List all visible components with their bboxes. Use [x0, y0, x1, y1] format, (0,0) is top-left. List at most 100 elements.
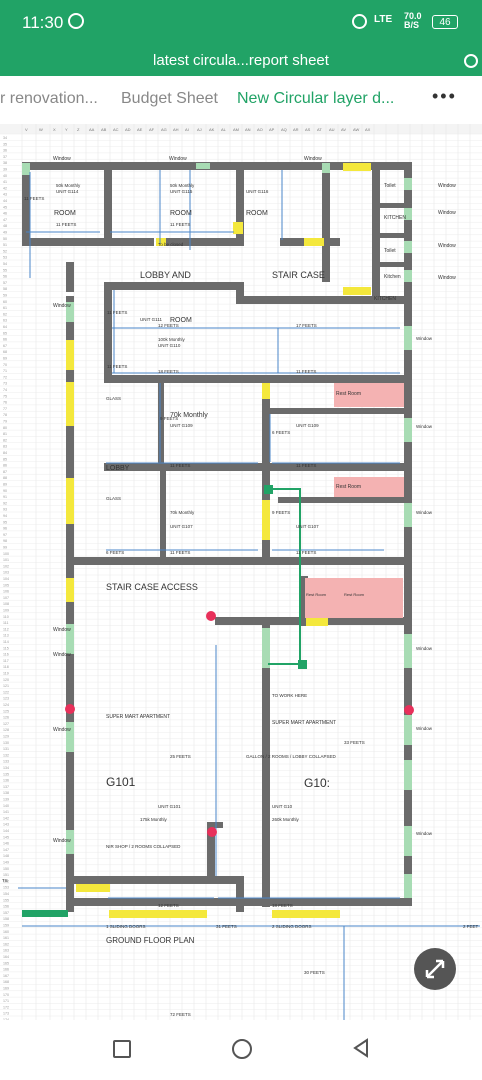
row-header[interactable]: 161 — [3, 936, 9, 940]
column-header[interactable]: AM — [233, 127, 239, 132]
row-header[interactable]: 92 — [3, 501, 7, 505]
column-header[interactable]: AB — [101, 127, 107, 132]
row-header[interactable]: 46 — [3, 212, 7, 216]
row-header[interactable]: 68 — [3, 350, 7, 354]
fullscreen-toggle-button[interactable] — [414, 948, 456, 990]
row-header[interactable]: 128 — [3, 728, 9, 732]
row-header[interactable]: 124 — [3, 703, 9, 707]
row-header[interactable]: 171 — [3, 999, 9, 1003]
row-header[interactable]: 159 — [3, 924, 9, 928]
row-header[interactable]: 125 — [3, 709, 9, 713]
row-header[interactable]: 41 — [3, 180, 7, 184]
column-header[interactable]: AR — [293, 127, 299, 132]
row-header[interactable]: 135 — [3, 772, 9, 776]
column-header[interactable]: AA — [89, 127, 95, 132]
column-header[interactable]: AV — [341, 127, 346, 132]
row-header[interactable]: 164 — [3, 955, 9, 959]
row-header[interactable]: 57 — [3, 281, 7, 285]
column-header[interactable]: V — [25, 127, 28, 132]
row-header[interactable]: 54 — [3, 262, 7, 266]
row-header[interactable]: 151 — [3, 873, 9, 877]
row-header[interactable]: 114 — [3, 640, 9, 644]
row-header[interactable]: 173 — [3, 1012, 9, 1016]
column-header[interactable]: AI — [185, 127, 189, 132]
row-header[interactable]: 113 — [3, 634, 9, 638]
row-header[interactable]: 38 — [3, 161, 7, 165]
row-header[interactable]: 112 — [3, 627, 9, 631]
row-header[interactable]: 126 — [3, 716, 9, 720]
row-header[interactable]: 116 — [3, 653, 9, 657]
more-options-icon[interactable]: ••• — [432, 86, 457, 106]
row-header[interactable]: 106 — [3, 590, 9, 594]
row-header[interactable]: 105 — [3, 583, 9, 587]
row-header[interactable]: 80 — [3, 426, 7, 430]
column-header[interactable]: AW — [353, 127, 360, 132]
column-header[interactable]: AE — [137, 127, 143, 132]
row-header[interactable]: 147 — [3, 848, 9, 852]
row-header[interactable]: 165 — [3, 961, 9, 965]
row-header[interactable]: 138 — [3, 791, 9, 795]
row-header[interactable]: 76 — [3, 401, 7, 405]
row-header[interactable]: 93 — [3, 508, 7, 512]
column-header[interactable]: AL — [221, 127, 227, 132]
row-header[interactable]: 144 — [3, 829, 9, 833]
row-header[interactable]: 140 — [3, 804, 9, 808]
row-header[interactable]: 170 — [3, 993, 9, 997]
row-header[interactable]: 129 — [3, 735, 9, 739]
row-header[interactable]: 82 — [3, 438, 7, 442]
recent-apps-button[interactable] — [113, 1040, 131, 1058]
row-header[interactable]: 158 — [3, 917, 9, 921]
column-header[interactable]: AS — [305, 127, 311, 132]
row-header[interactable]: 137 — [3, 785, 9, 789]
row-header[interactable]: 139 — [3, 798, 9, 802]
row-header[interactable]: 59 — [3, 294, 7, 298]
row-header[interactable]: 153 — [3, 886, 9, 890]
row-header[interactable]: 119 — [3, 672, 9, 676]
column-header[interactable]: AD — [125, 127, 131, 132]
row-header[interactable]: 67 — [3, 344, 7, 348]
row-header[interactable]: 44 — [3, 199, 7, 203]
row-header[interactable]: 123 — [3, 697, 9, 701]
row-header[interactable]: 58 — [3, 287, 7, 291]
column-header[interactable]: AU — [329, 127, 335, 132]
row-header[interactable]: 48 — [3, 224, 7, 228]
row-header[interactable]: 163 — [3, 949, 9, 953]
row-header[interactable]: 100 — [3, 552, 9, 556]
row-header[interactable]: 143 — [3, 823, 9, 827]
row-header[interactable]: 62 — [3, 312, 7, 316]
row-header[interactable]: 55 — [3, 268, 7, 272]
row-header[interactable]: 146 — [3, 842, 9, 846]
row-header[interactable]: 131 — [3, 747, 9, 751]
row-header[interactable]: 66 — [3, 338, 7, 342]
autosave-icon[interactable] — [464, 54, 478, 68]
row-header[interactable]: 83 — [3, 445, 7, 449]
row-header[interactable]: 39 — [3, 168, 7, 172]
row-header[interactable]: 127 — [3, 722, 9, 726]
row-header[interactable]: 120 — [3, 678, 9, 682]
column-header[interactable]: AC — [113, 127, 119, 132]
row-header[interactable]: 103 — [3, 571, 9, 575]
tab-renovation[interactable]: r renovation... — [0, 90, 98, 107]
row-header[interactable]: 166 — [3, 968, 9, 972]
row-header[interactable]: 118 — [3, 665, 9, 669]
row-header[interactable]: 169 — [3, 987, 9, 991]
row-header[interactable]: 149 — [3, 861, 9, 865]
row-header[interactable]: 109 — [3, 609, 9, 613]
row-header[interactable]: 49 — [3, 231, 7, 235]
column-header[interactable]: AT — [317, 127, 322, 132]
row-header[interactable]: 167 — [3, 974, 9, 978]
column-header[interactable]: Y — [65, 127, 68, 132]
row-header[interactable]: 37 — [3, 155, 7, 159]
row-header[interactable]: 89 — [3, 483, 7, 487]
row-header[interactable]: 122 — [3, 690, 9, 694]
row-header[interactable]: 65 — [3, 331, 7, 335]
row-header[interactable]: 71 — [3, 369, 7, 373]
column-header[interactable]: W — [39, 127, 43, 132]
row-header[interactable]: 81 — [3, 432, 7, 436]
row-header[interactable]: 47 — [3, 218, 7, 222]
row-header[interactable]: 91 — [3, 495, 7, 499]
row-header[interactable]: 70 — [3, 363, 7, 367]
row-header[interactable]: 51 — [3, 243, 7, 247]
row-header[interactable]: 77 — [3, 407, 7, 411]
